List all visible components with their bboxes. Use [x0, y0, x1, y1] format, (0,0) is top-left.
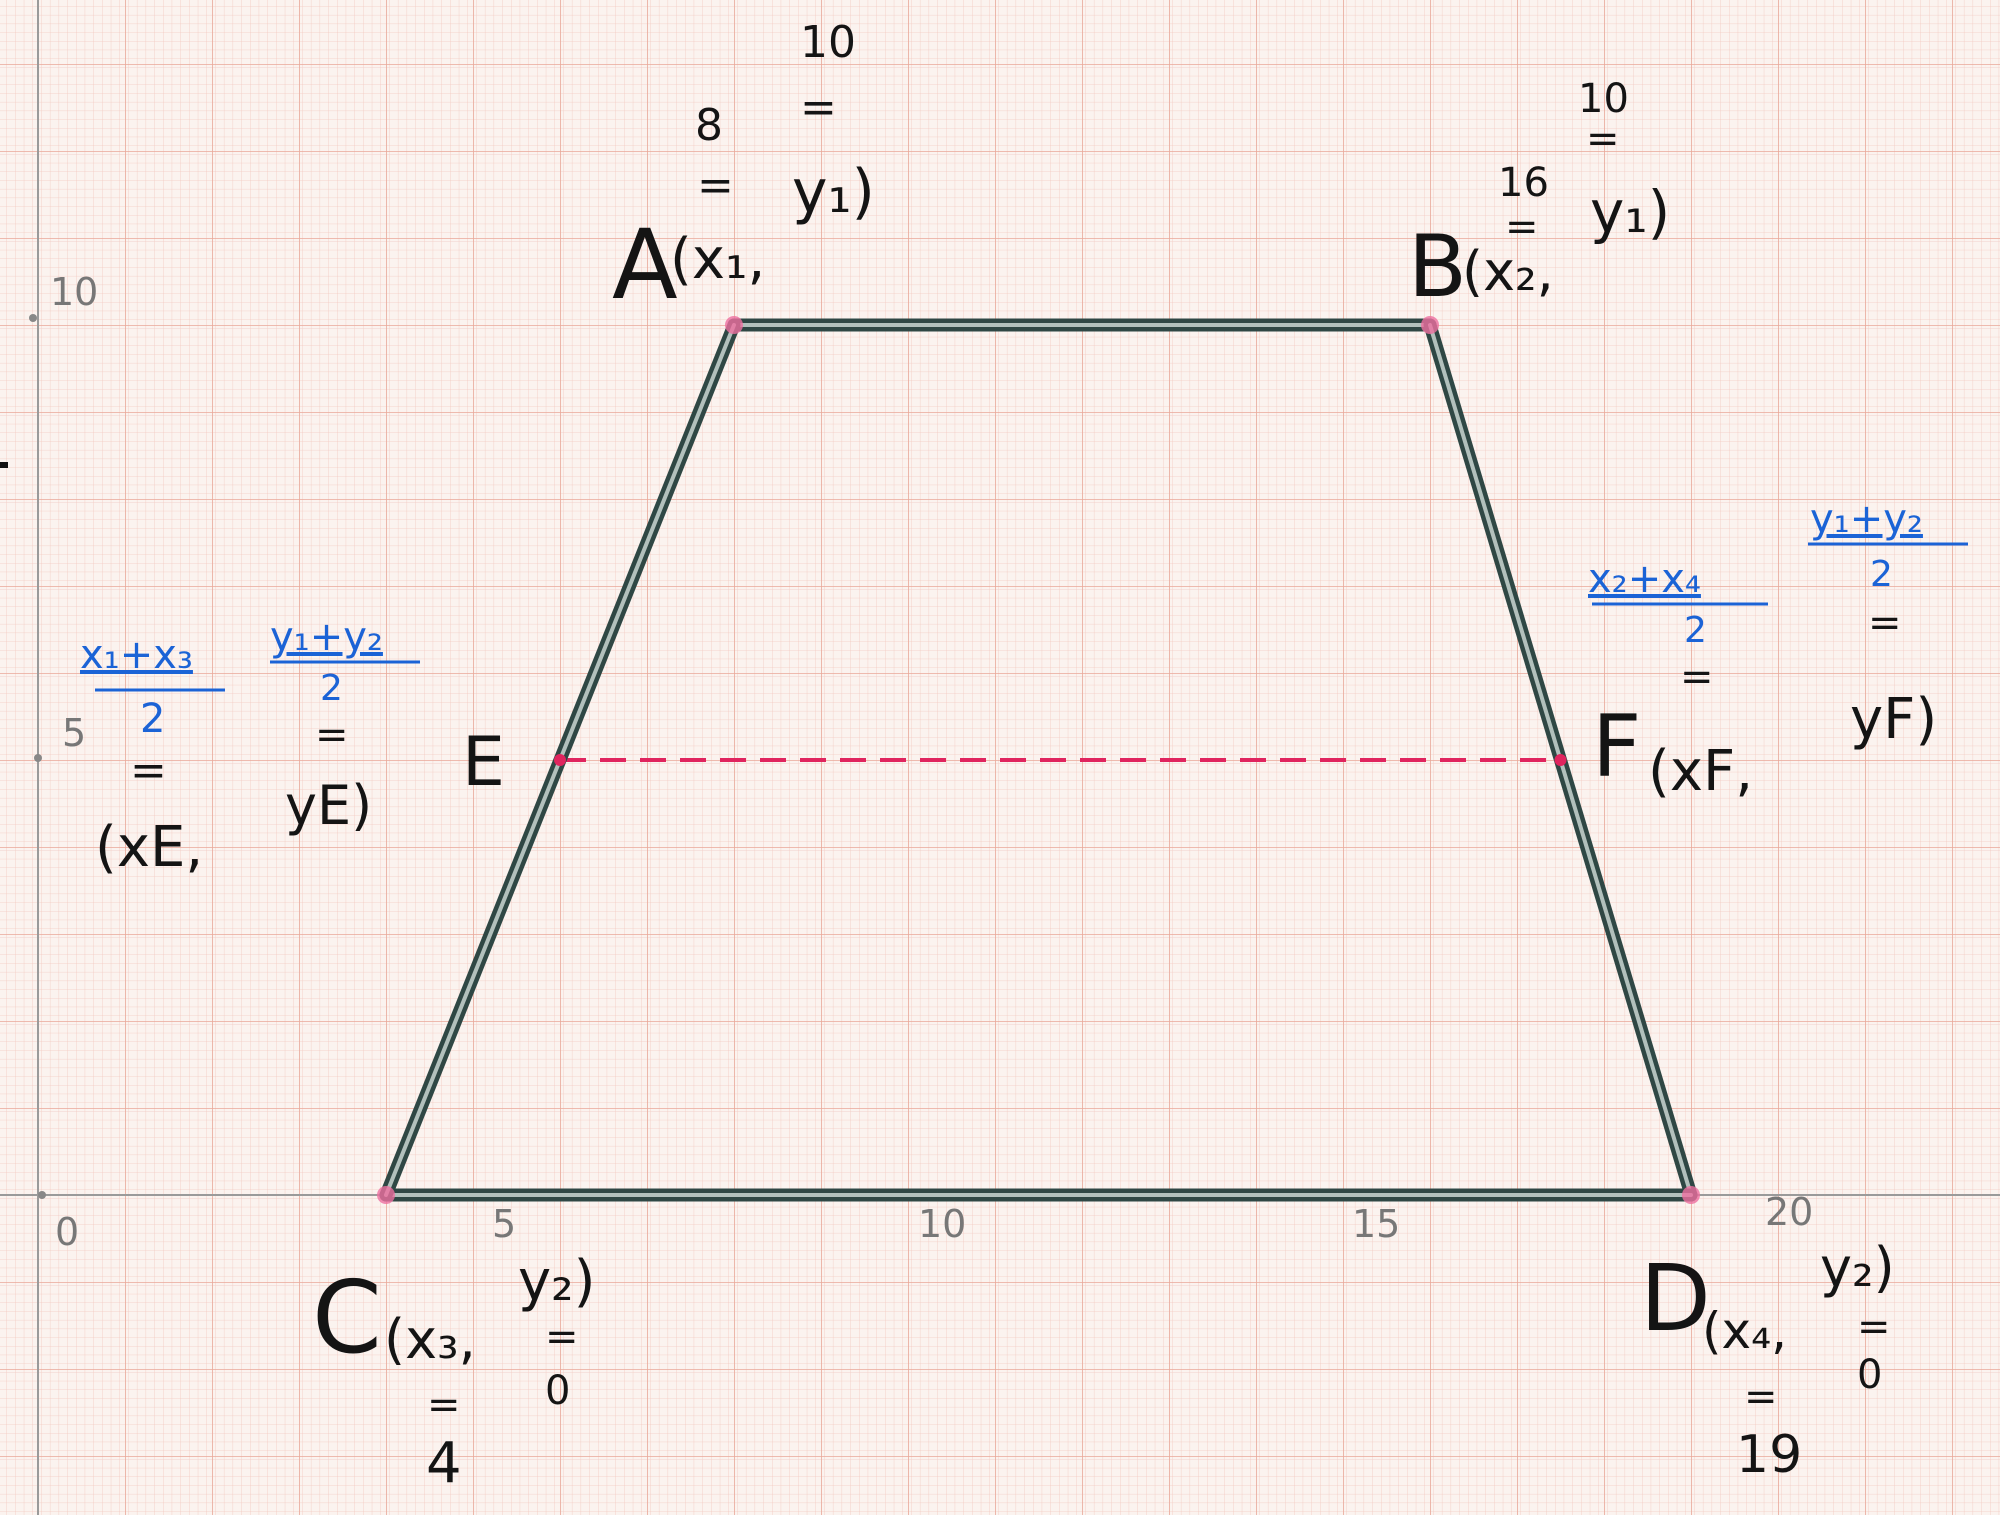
y-axis-mark-5	[34, 754, 42, 762]
label-D-x-symbol: (x₄,	[1702, 1302, 1787, 1360]
x-tick-15: 15	[1352, 1202, 1400, 1246]
label-A-x-equals: =	[697, 160, 734, 211]
label-F-x-symbol: (xF,	[1648, 739, 1753, 804]
joint-B	[1421, 316, 1439, 334]
label-C-x-equals: =	[427, 1382, 461, 1428]
label-E-y-numerator: y₁+y₂	[270, 614, 383, 660]
label-A-y-equals: =	[800, 82, 837, 133]
label-B: B	[1408, 217, 1467, 317]
joint-D	[1682, 1186, 1700, 1204]
label-B-y-value: 10	[1578, 76, 1629, 122]
label-E-x-denominator: 2	[140, 696, 165, 742]
label-A-y-value: 10	[800, 17, 856, 68]
x-tick-20: 20	[1765, 1190, 1813, 1234]
joint-A	[725, 316, 743, 334]
label-F-y-denominator: 2	[1870, 554, 1893, 595]
label-F-x-denominator: 2	[1684, 610, 1707, 651]
label-F-x-equals: =	[1680, 654, 1714, 700]
label-D-x-equals: =	[1744, 1374, 1778, 1420]
label-D-x-value: 19	[1736, 1425, 1802, 1485]
label-E-y-denominator: 2	[320, 668, 343, 709]
label-D-y-value: 0	[1857, 1352, 1882, 1398]
label-E-x-numerator: x₁+x₃	[80, 632, 193, 678]
label-E-x-symbol: (xE,	[95, 815, 203, 880]
label-F-y-numerator: y₁+y₂	[1810, 496, 1923, 542]
label-F-y-equals: =	[1868, 600, 1902, 646]
label-B-x-equals: =	[1505, 204, 1539, 250]
x-tick-10: 10	[918, 1202, 966, 1246]
trapezoid-rods	[377, 316, 1700, 1204]
x-tick-5: 5	[492, 1202, 516, 1246]
joint-C	[377, 1186, 395, 1204]
label-D: D	[1640, 1245, 1711, 1352]
label-E-y-symbol: yE)	[285, 774, 372, 837]
label-A-x-value: 8	[695, 100, 723, 151]
label-A-x-symbol: (x₁,	[670, 227, 765, 292]
label-D-y-equals: =	[1857, 1304, 1891, 1350]
label-C-y-symbol: y₂)	[518, 1249, 595, 1314]
label-E-x-equals: =	[130, 745, 167, 796]
label-B-x-symbol: (x₂,	[1462, 240, 1554, 303]
label-E: E	[462, 723, 505, 802]
label-F-x-numerator: x₂+x₄	[1588, 556, 1701, 602]
label-E-y-equals: =	[315, 712, 349, 758]
label-D-y-symbol: y₂)	[1820, 1236, 1895, 1299]
label-B-x-value: 16	[1498, 160, 1549, 206]
label-C-y-value: 0	[545, 1368, 570, 1414]
label-C-y-equals: =	[545, 1314, 579, 1360]
label-F: F	[1592, 697, 1641, 797]
annotations: A(x₁,8=10=y₁)B(x₂,16=10=y₁)C(x₃,=4y₂)=0D…	[80, 17, 1968, 1496]
label-A-y-symbol: y₁)	[792, 157, 875, 227]
y-tick-5: 5	[62, 711, 86, 755]
y-axis-mark-10	[29, 314, 37, 322]
margin-mark	[0, 462, 8, 468]
label-A: A	[612, 209, 678, 321]
label-B-y-equals: =	[1586, 116, 1620, 162]
origin-mark	[38, 1191, 46, 1199]
label-B-y-symbol: y₁)	[1590, 178, 1670, 246]
tick-labels: 0 5 10 15 20 5 10	[50, 270, 1813, 1254]
label-C-x-symbol: (x₃,	[384, 1308, 476, 1371]
midpoint-E	[554, 754, 566, 766]
label-F-y-symbol: yF)	[1850, 687, 1937, 752]
label-C: C	[312, 1259, 382, 1376]
label-C-x-value: 4	[426, 1431, 462, 1496]
y-tick-10: 10	[50, 270, 98, 314]
x-tick-0: 0	[55, 1210, 79, 1254]
midpoint-F	[1554, 754, 1567, 766]
